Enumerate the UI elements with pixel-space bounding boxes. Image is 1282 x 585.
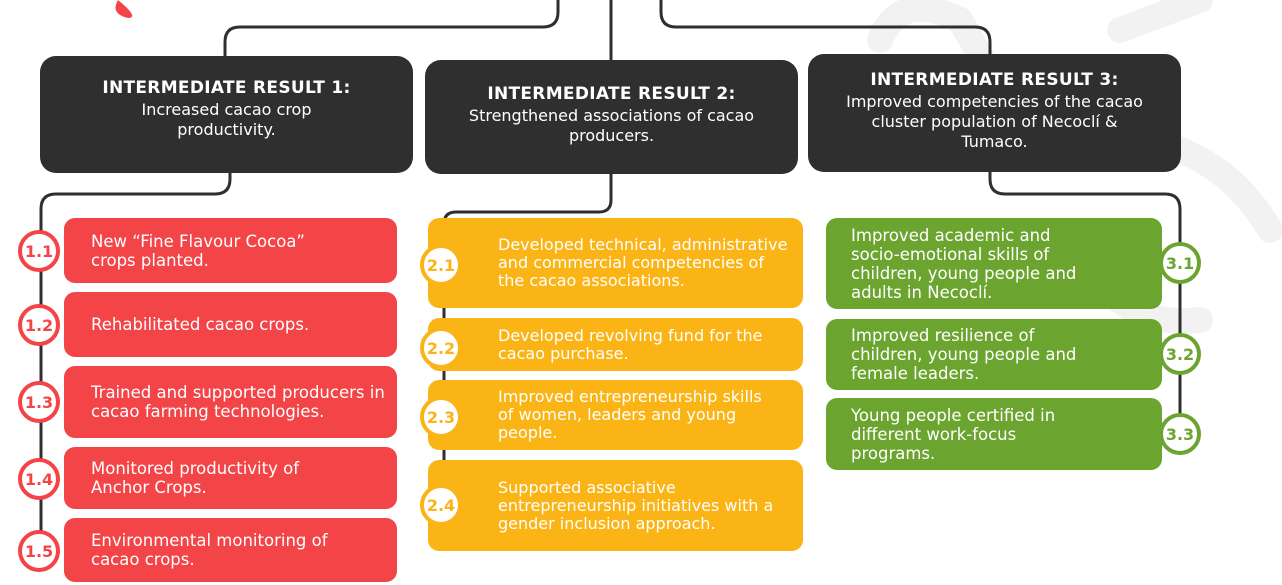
ir-description: Improved competencies of the cacao clust… (846, 92, 1143, 151)
badge-number: 2.3 (426, 407, 456, 427)
intermediate-result-1: INTERMEDIATE RESULT 1: Increased cacao c… (40, 56, 413, 173)
result-number-badge: 1.3 (18, 381, 60, 423)
result-text: Improved resilience of children, young p… (851, 326, 1077, 383)
result-number-badge: 1.5 (18, 530, 60, 572)
badge-number: 1.1 (24, 241, 54, 261)
result-text: Improved academic and socio-emotional sk… (851, 225, 1077, 302)
ir-title: INTERMEDIATE RESULT 2: (487, 84, 736, 104)
result-card-1-1: New “Fine Flavour Cocoa” crops planted. (64, 218, 397, 283)
result-text: Monitored productivity of Anchor Crops. (91, 459, 300, 497)
logo-fragment (115, 0, 133, 18)
ir-description: Strengthened associations of cacao produ… (468, 106, 755, 145)
badge-number: 3.1 (1165, 253, 1195, 273)
result-card-3-1: Improved academic and socio-emotional sk… (826, 218, 1162, 309)
result-card-2-1: Developed technical, administrative and … (428, 218, 803, 308)
result-card-1-5: Environmental monitoring of cacao crops. (64, 518, 397, 582)
ir-description: Increased cacao crop productivity. (141, 100, 312, 139)
result-text: Rehabilitated cacao crops. (91, 315, 310, 334)
result-number-badge: 3.3 (1159, 413, 1201, 455)
result-number-badge: 1.2 (18, 304, 60, 346)
result-card-1-2: Rehabilitated cacao crops. (64, 292, 397, 357)
result-number-badge: 1.1 (18, 230, 60, 272)
badge-number: 2.2 (426, 338, 456, 358)
badge-number: 1.4 (24, 469, 54, 489)
badge-number: 3.3 (1165, 424, 1195, 444)
result-number-badge: 2.4 (420, 484, 462, 526)
result-text: Developed technical, administrative and … (498, 235, 788, 290)
result-text: Developed revolving fund for the cacao p… (498, 325, 763, 363)
result-card-3-3: Young people certified in different work… (826, 398, 1162, 470)
result-number-badge: 2.2 (420, 327, 462, 369)
intermediate-result-2: INTERMEDIATE RESULT 2: Strengthened asso… (425, 60, 798, 174)
badge-number: 1.2 (24, 315, 54, 335)
result-number-badge: 1.4 (18, 458, 60, 500)
badge-number: 1.3 (24, 392, 54, 412)
result-card-2-2: Developed revolving fund for the cacao p… (428, 318, 803, 371)
ir-title: INTERMEDIATE RESULT 3: (870, 70, 1119, 90)
badge-number: 2.1 (426, 255, 456, 275)
result-text: Trained and supported producers in cacao… (91, 383, 385, 421)
badge-number: 1.5 (24, 541, 54, 561)
result-number-badge: 3.2 (1159, 333, 1201, 375)
intermediate-result-3: INTERMEDIATE RESULT 3: Improved competen… (808, 54, 1181, 172)
result-card-1-4: Monitored productivity of Anchor Crops. (64, 447, 397, 509)
ir-title: INTERMEDIATE RESULT 1: (102, 78, 351, 98)
result-text: Young people certified in different work… (851, 405, 1056, 463)
result-text: New “Fine Flavour Cocoa” crops planted. (91, 231, 305, 270)
result-text: Supported associative entrepreneurship i… (498, 477, 774, 533)
result-card-1-3: Trained and supported producers in cacao… (64, 366, 397, 438)
result-text: Environmental monitoring of cacao crops. (91, 531, 328, 569)
result-number-badge: 3.1 (1159, 242, 1201, 284)
result-number-badge: 2.1 (420, 244, 462, 286)
result-card-2-4: Supported associative entrepreneurship i… (428, 460, 803, 551)
result-text: Improved entrepreneurship skills of wome… (498, 387, 762, 442)
result-card-3-2: Improved resilience of children, young p… (826, 319, 1162, 390)
badge-number: 3.2 (1165, 344, 1195, 364)
result-card-2-3: Improved entrepreneurship skills of wome… (428, 380, 803, 450)
badge-number: 2.4 (426, 495, 456, 515)
result-number-badge: 2.3 (420, 396, 462, 438)
